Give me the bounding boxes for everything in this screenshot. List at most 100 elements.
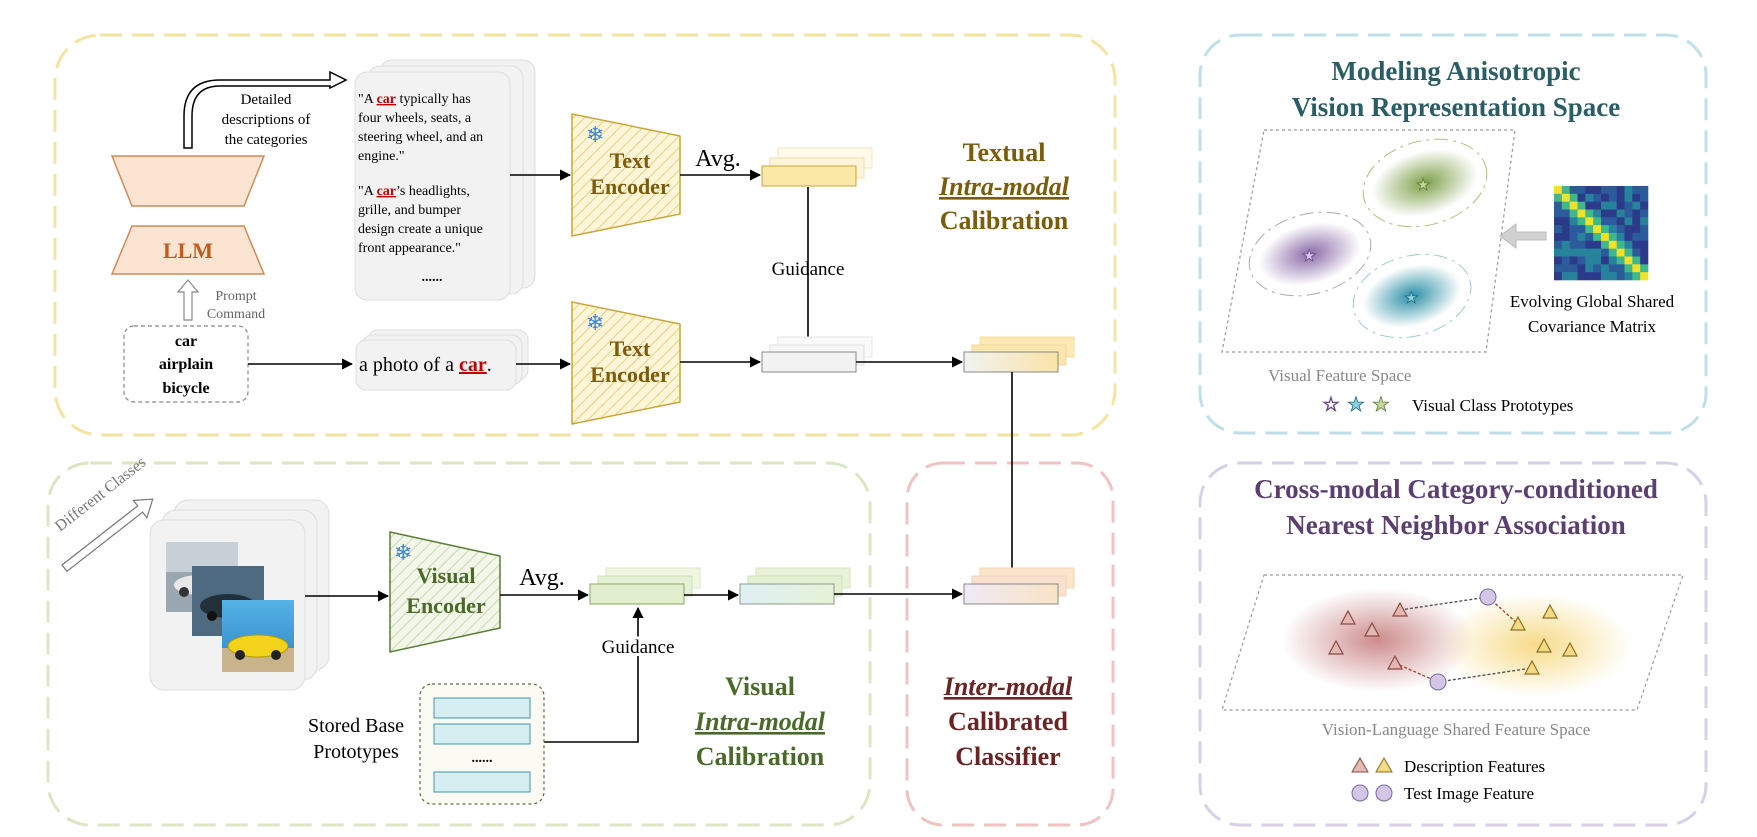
cov-label-2: Covariance Matrix [1528,317,1656,336]
inter-title-3: Classifier [955,742,1060,771]
covariance-cell [1640,256,1649,265]
class-item-0: car [175,333,197,350]
covariance-cell [1601,240,1610,249]
covariance-cell [1616,233,1625,242]
covariance-cell [1561,193,1570,202]
prototype-star-purple: ★ [1302,246,1316,265]
class-distribution-green [1362,138,1488,228]
covariance-arrow [1499,223,1547,249]
covariance-cell [1585,264,1594,273]
covariance-cell [1608,248,1617,257]
covariance-cell [1569,240,1578,249]
text-encoder-1-label-1: Text [610,148,651,173]
textual-title-1: Textual [963,138,1046,167]
anisotropic-region [1198,33,1708,435]
covariance-cell [1632,256,1641,265]
legend-circle-1 [1351,784,1369,802]
photo-prompt-card [355,339,517,391]
covariance-cell [1585,217,1594,226]
visual-title-3: Calibration [696,742,825,771]
desc1-line1: "A car typically has [358,92,471,107]
llm-decoder-shape [110,155,266,207]
covariance-cell [1554,201,1563,210]
covariance-cell [1601,186,1610,195]
covariance-cell [1608,209,1617,218]
covariance-cell [1601,264,1610,273]
text-encoder-2 [571,301,681,425]
covariance-cell [1632,201,1641,210]
covariance-cell [1561,256,1570,265]
covariance-cell [1632,209,1641,218]
desc-ellipsis: ...... [422,270,443,285]
covariance-cell [1561,248,1570,257]
covariance-cell [1554,225,1563,234]
covariance-cell [1616,225,1625,234]
covariance-cell [1593,225,1602,234]
photo-prompt-text: a photo of a car. [359,354,492,376]
covariance-cell [1554,240,1563,249]
covariance-cell [1577,193,1586,202]
covariance-cell [1585,272,1594,281]
covariance-cell [1624,201,1633,210]
legend-desc-label: Description Features [1404,757,1545,776]
covariance-cell [1624,209,1633,218]
covariance-cell [1601,217,1610,226]
detail-label-3: the categories [225,132,308,148]
llm-label: LLM [163,238,213,263]
covariance-cell [1608,225,1617,234]
covariance-cell [1608,201,1617,210]
covariance-cell [1569,233,1578,242]
covariance-cell [1632,240,1641,249]
prototype-row [433,771,531,793]
covariance-cell [1632,217,1641,226]
textual-region [53,33,1117,437]
covariance-cell [1585,201,1594,210]
covariance-cell [1585,225,1594,234]
covariance-cell [1593,209,1602,218]
covariance-cell [1640,209,1649,218]
covariance-cell [1616,193,1625,202]
textual-title-3: Calibration [940,206,1069,235]
covariance-cell [1593,240,1602,249]
covariance-cell [1569,193,1578,202]
covariance-cell [1554,272,1563,281]
covariance-cell [1554,193,1563,202]
covariance-cell [1616,240,1625,249]
covariance-cell [1632,264,1641,273]
desc-feature-red [1339,609,1357,625]
stored-ellipsis: ...... [472,751,493,766]
desc-feature-red [1386,654,1404,670]
avg-text-label: Avg. [695,146,741,172]
covariance-cell [1561,186,1570,195]
covariance-cell [1608,193,1617,202]
covariance-cell [1569,225,1578,234]
covariance-cell [1640,201,1649,210]
covariance-cell [1561,225,1570,234]
covariance-cell [1577,225,1586,234]
desc-feature-red [1391,601,1409,617]
covariance-cell [1608,272,1617,281]
covariance-cell [1577,272,1586,281]
arrow-visual-guidance [540,606,644,743]
visual-title-1: Visual [725,672,795,701]
covariance-cell [1585,233,1594,242]
covariance-cell [1585,193,1594,202]
visual-encoder-label-2: Encoder [406,593,486,618]
prompt-arrow [176,279,200,321]
covariance-cell [1585,256,1594,265]
aniso-title-2: Vision Representation Space [1292,92,1621,122]
visual-feature-space [1221,129,1516,353]
desc1-line3: steering wheel, and an [358,130,483,145]
covariance-cell [1585,248,1594,257]
classifier-feature [963,583,1059,605]
legend-circle-2 [1375,784,1393,802]
cross-title-1: Cross-modal Category-conditioned [1254,474,1658,504]
desc-feature-yellow [1509,615,1527,631]
covariance-cell [1577,186,1586,195]
covariance-cell [1624,264,1633,273]
covariance-cell [1554,248,1563,257]
legend-triangle-red [1351,756,1369,773]
covariance-cell [1593,256,1602,265]
desc-cluster-yellow [1440,593,1632,697]
cross-modal-marks [1327,588,1579,691]
